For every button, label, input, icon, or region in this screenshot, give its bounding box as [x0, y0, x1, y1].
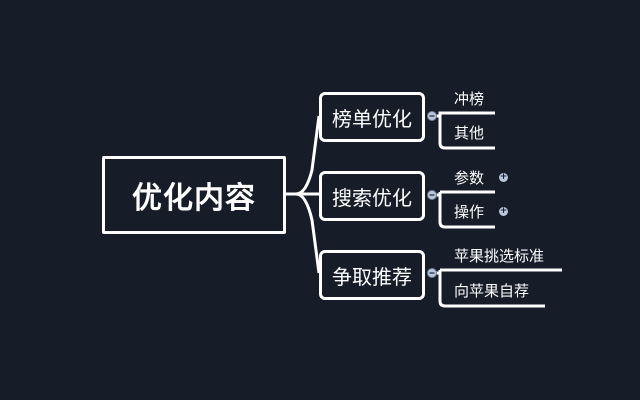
- leaf-topic[interactable]: 苹果挑选标准: [454, 247, 545, 265]
- leaf-topic[interactable]: 参数: [454, 169, 485, 187]
- expand-plus-icon[interactable]: +: [499, 206, 508, 216]
- root-topic[interactable]: 优化内容: [102, 156, 286, 234]
- branch-label: 搜索优化: [332, 185, 412, 210]
- leaf-topic[interactable]: 操作: [454, 203, 485, 221]
- root-label: 优化内容: [132, 181, 256, 216]
- leaf-topic[interactable]: 向苹果自荐: [454, 282, 530, 300]
- branch-topic[interactable]: 搜索优化: [319, 171, 425, 221]
- branch-label: 争取推荐: [332, 264, 412, 289]
- branch-label: 榜单优化: [332, 106, 412, 131]
- leaf-topic[interactable]: 冲榜: [454, 90, 485, 108]
- leaf-topic[interactable]: 其他: [454, 124, 485, 142]
- branch-topic[interactable]: 榜单优化: [319, 92, 425, 142]
- branch-topic[interactable]: 争取推荐: [319, 250, 425, 300]
- expand-plus-icon[interactable]: +: [499, 172, 508, 182]
